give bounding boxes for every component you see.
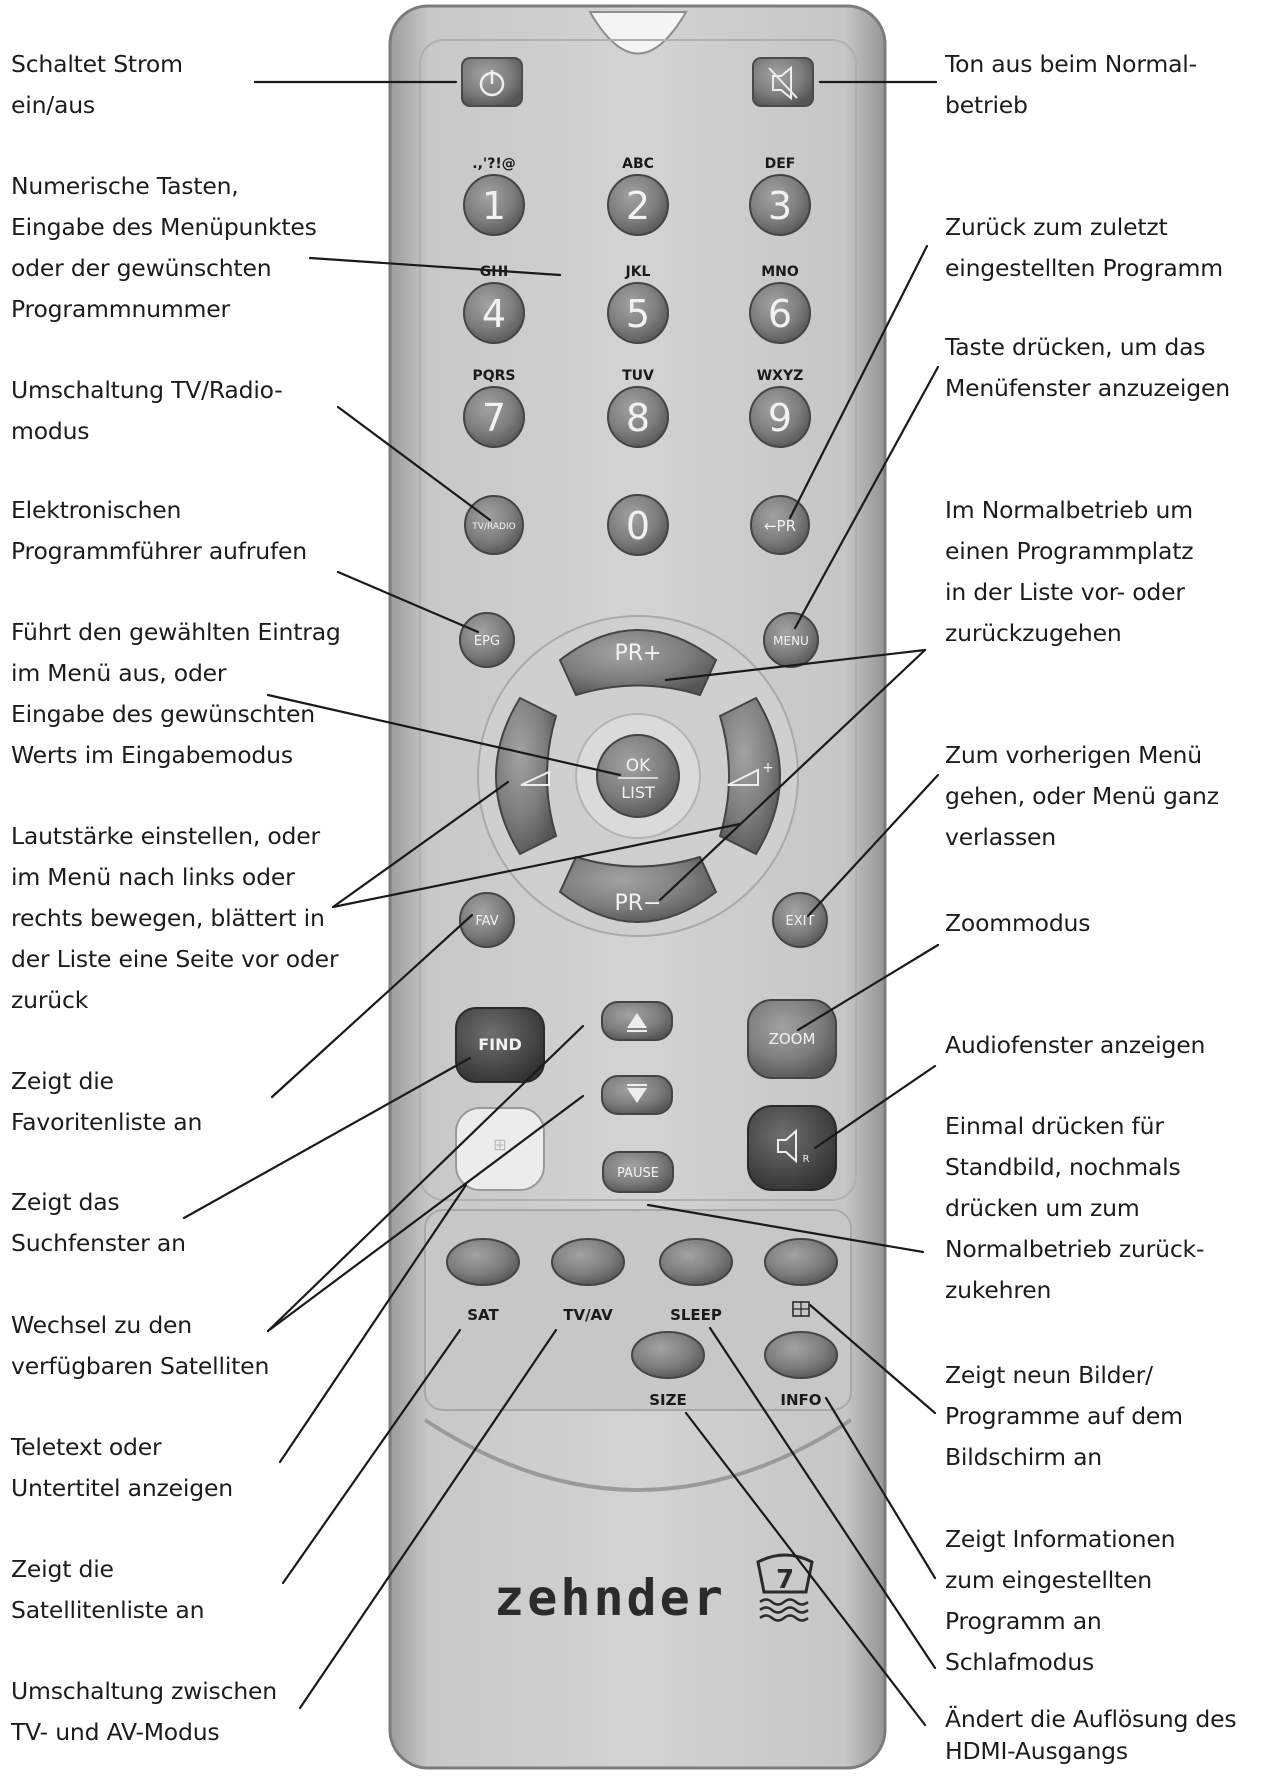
callout-audio: Audiofenster anzeigen: [945, 1031, 1206, 1059]
pr-down-label: PR−: [615, 891, 662, 916]
info-button[interactable]: [764, 1331, 838, 1379]
exit-button-label: EXIT: [786, 914, 815, 929]
keypad-letters-1: .,'?!@: [472, 156, 515, 172]
fav-button[interactable]: FAV: [459, 892, 515, 948]
callout-size: Ändert die Auflösung des HDMI-Ausgangs: [945, 1705, 1237, 1765]
keypad-letters-7: PQRS: [472, 368, 515, 384]
callout-sleep: Schlafmodus: [945, 1648, 1095, 1676]
digit-6-label: 6: [768, 292, 792, 336]
callout-tvav: Umschaltung zwischen TV- und AV-Modus: [11, 1677, 277, 1746]
page-down-button[interactable]: [601, 1075, 673, 1115]
brand-logo: zehnder: [494, 1569, 726, 1627]
callout-teletext: Teletext oder Untertitel anzeigen: [11, 1433, 233, 1502]
remote-notch: [588, 11, 688, 55]
list-label: LIST: [621, 783, 655, 802]
menu-button[interactable]: MENU: [763, 612, 819, 668]
find-button[interactable]: FIND: [455, 1007, 545, 1083]
digit-1-label: 1: [482, 184, 506, 228]
keypad-letters-9: WXYZ: [757, 368, 804, 384]
callout-satswitch: Wechsel zu den verfügbaren Satelliten: [11, 1311, 270, 1380]
digit-4-label: 4: [482, 292, 506, 336]
sat-label: SAT: [467, 1306, 499, 1324]
ok-list-button[interactable]: OK LIST: [596, 734, 680, 818]
epg-button-label: EPG: [474, 634, 500, 649]
tvav-button[interactable]: [551, 1238, 625, 1286]
pr-up-label: PR+: [615, 641, 662, 666]
digit-7-label: 7: [482, 396, 506, 440]
keypad-letters-6: MNO: [761, 264, 799, 280]
find-button-label: FIND: [478, 1035, 522, 1054]
ninepic-button[interactable]: [764, 1238, 838, 1286]
callout-exit: Zum vorherigen Menü gehen, oder Menü gan…: [945, 741, 1219, 851]
callout-satlist: Zeigt die Satellitenliste an: [11, 1555, 205, 1624]
keypad-letters-2: ABC: [622, 156, 654, 172]
callout-menu: Taste drücken, um das Menüfenster anzuze…: [945, 333, 1230, 402]
tvradio-button[interactable]: TV/RADIO: [464, 495, 524, 555]
svg-text:+: +: [762, 760, 774, 776]
digit-5-button[interactable]: 5: [607, 282, 669, 344]
exit-button[interactable]: EXIT: [772, 892, 828, 948]
digit-4-button[interactable]: 4: [463, 282, 525, 344]
sleep-label: SLEEP: [670, 1306, 722, 1324]
power-button[interactable]: [461, 57, 523, 107]
zoom-button-label: ZOOM: [769, 1030, 816, 1048]
size-button[interactable]: [631, 1331, 705, 1379]
digit-6-button[interactable]: 6: [749, 282, 811, 344]
pause-button-label: PAUSE: [617, 1166, 659, 1181]
callout-mute: Ton aus beim Normal- betrieb: [945, 50, 1197, 119]
digit-0-button[interactable]: 0: [607, 494, 669, 556]
zoom-button[interactable]: ZOOM: [747, 999, 837, 1079]
digit-0-label: 0: [626, 504, 650, 548]
callout-recall: Zurück zum zuletzt eingestellten Program…: [945, 213, 1223, 282]
svg-text:⊞: ⊞: [493, 1135, 506, 1154]
ok-label: OK: [626, 756, 651, 776]
digit-5-label: 5: [626, 292, 650, 336]
callout-pause: Einmal drücken für Standbild, nochmals d…: [945, 1112, 1205, 1304]
recall-button[interactable]: ←PR: [750, 495, 810, 555]
digit-2-button[interactable]: 2: [607, 174, 669, 236]
teletext-button[interactable]: ⊞: [455, 1107, 545, 1191]
svg-text:R: R: [803, 1154, 810, 1165]
digit-8-label: 8: [626, 396, 650, 440]
menu-button-label: MENU: [773, 634, 809, 648]
digit-9-button[interactable]: 9: [749, 386, 811, 448]
callout-numeric: Numerische Tasten, Eingabe des Menüpunkt…: [11, 172, 317, 323]
callout-find: Zeigt das Suchfenster an: [11, 1188, 186, 1257]
keypad-letters-5: JKL: [625, 264, 651, 280]
tvav-label: TV/AV: [563, 1306, 613, 1324]
audio-button[interactable]: R: [747, 1105, 837, 1191]
callout-zoom: Zoommodus: [945, 909, 1091, 937]
callout-info: Zeigt Informationen zum eingestellten Pr…: [945, 1525, 1176, 1635]
epg-button[interactable]: EPG: [459, 612, 515, 668]
sleep-button[interactable]: [659, 1238, 733, 1286]
page-up-button[interactable]: [601, 1001, 673, 1041]
digit-7-button[interactable]: 7: [463, 386, 525, 448]
pause-button[interactable]: PAUSE: [602, 1151, 674, 1193]
callout-epg: Elektronischen Programmführer aufrufen: [11, 496, 307, 565]
sat-button[interactable]: [446, 1238, 520, 1286]
svg-text:7: 7: [776, 1565, 794, 1595]
digit-8-button[interactable]: 8: [607, 386, 669, 448]
callout-pr: Im Normalbetrieb um einen Programmplatz …: [945, 496, 1194, 647]
digit-3-label: 3: [768, 184, 792, 228]
digit-3-button[interactable]: 3: [749, 174, 811, 236]
size-label: SIZE: [649, 1391, 687, 1409]
callout-ninepic: Zeigt neun Bilder/ Programme auf dem Bil…: [945, 1361, 1183, 1471]
mute-button[interactable]: [752, 57, 814, 107]
digit-2-label: 2: [626, 184, 650, 228]
keypad-letters-8: TUV: [622, 368, 654, 384]
callout-power: Schaltet Strom ein/aus: [11, 50, 183, 119]
tvradio-button-label: TV/RADIO: [471, 522, 515, 532]
digit-1-button[interactable]: 1: [463, 174, 525, 236]
keypad-letters-4: GHI: [480, 264, 508, 280]
digit-9-label: 9: [768, 396, 792, 440]
fav-button-label: FAV: [475, 914, 498, 929]
callout-tvradio: Umschaltung TV/Radio- modus: [11, 376, 283, 445]
keypad-letters-3: DEF: [765, 156, 796, 172]
recall-button-label: ←PR: [764, 517, 796, 535]
callout-fav: Zeigt die Favoritenliste an: [11, 1067, 203, 1136]
info-label: INFO: [780, 1391, 821, 1409]
